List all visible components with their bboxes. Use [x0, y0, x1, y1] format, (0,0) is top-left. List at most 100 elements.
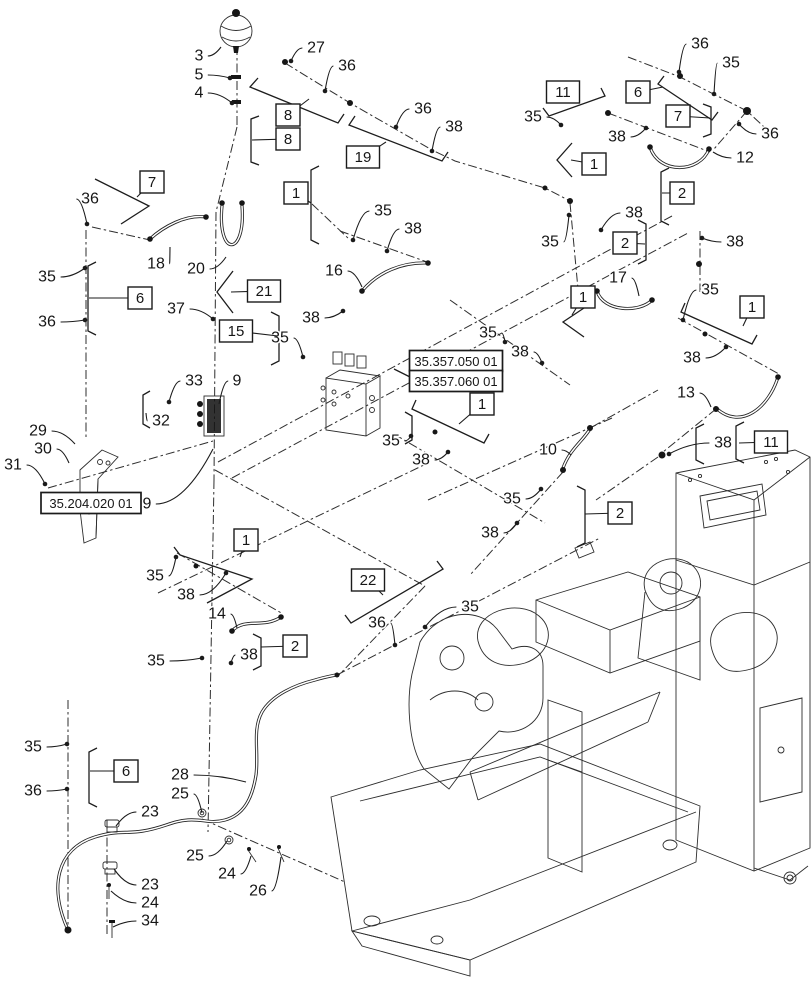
fastener-dot: [84, 221, 90, 227]
callout-label: 36: [24, 783, 42, 800]
callout-label: 1: [478, 396, 486, 413]
fastener-dot: [392, 642, 398, 648]
callout-label: 38: [481, 525, 499, 542]
leader-line: [525, 488, 542, 500]
callout-38: 38: [598, 203, 645, 233]
callout-25: 25: [170, 784, 203, 814]
callout-label: 38: [511, 344, 529, 361]
callout-label: 11: [763, 434, 779, 451]
callout-label: 35: [382, 433, 400, 450]
callout-36: 36: [367, 613, 398, 648]
callout-label: 27: [307, 40, 325, 57]
fastener-dot: [393, 124, 399, 130]
leader-line: [630, 127, 647, 138]
callout-label: 29: [29, 423, 47, 440]
callout-label: 38: [714, 435, 732, 452]
leader-line: [395, 108, 410, 128]
callout-5: 5: [193, 65, 233, 85]
callout-label: 1: [292, 185, 300, 202]
callout-34: 34: [112, 911, 161, 931]
callout-label: 35: [461, 599, 479, 616]
leader-line: [46, 743, 68, 748]
callout-label: 38: [683, 350, 701, 367]
callout-label: 6: [122, 763, 130, 780]
callout-label: 35: [271, 330, 289, 347]
fastener-dot: [82, 317, 88, 323]
callout-label: 34: [141, 913, 159, 930]
callout-box: [570, 285, 596, 309]
callout-38: 38: [682, 344, 729, 368]
callout-35: 35: [37, 265, 88, 287]
callout-35: 35: [23, 737, 70, 757]
fastener-dot: [699, 235, 705, 241]
hose-clamps: [102, 808, 285, 938]
leader-line: [324, 310, 344, 319]
callout-35: 35: [711, 53, 742, 97]
callout-label: 2: [291, 638, 299, 655]
callout-36: 36: [322, 56, 358, 94]
boxed-callout-1: 1: [570, 152, 607, 176]
callout-label: 31: [4, 457, 22, 474]
hoses: [56, 145, 780, 932]
callout-24: 24: [110, 890, 161, 913]
leader-line: [207, 46, 222, 57]
leader-line: [230, 613, 238, 629]
callout-label: 35: [503, 491, 521, 508]
callout-label: 36: [338, 58, 356, 75]
callout-32: 32: [145, 411, 172, 431]
part-reference-box[interactable]: [408, 369, 504, 393]
callout-label: 36: [81, 191, 99, 208]
leader-line: [386, 228, 400, 252]
callout-23: 23: [113, 868, 161, 895]
callout-label: 23: [141, 804, 159, 821]
components: [79, 9, 382, 938]
fastener-dot: [538, 486, 544, 492]
callout-box: [607, 501, 633, 525]
fastener-dot: [736, 121, 742, 127]
callout-label: 8: [284, 131, 292, 148]
boxed-callout-11: 11: [738, 430, 789, 454]
callout-9: 9: [218, 371, 243, 405]
callout-35: 35: [350, 201, 394, 243]
leader-line: [169, 657, 203, 662]
part-reference-35-204-020-01[interactable]: 35.204.020 01: [40, 491, 142, 515]
callout-label: 35: [722, 55, 740, 72]
fastener-dot: [322, 88, 328, 94]
callout-label: 35: [701, 282, 719, 299]
callout-28: 28: [170, 765, 247, 785]
callout-label: 37: [167, 301, 185, 318]
boxed-callout-1: 1: [233, 528, 259, 558]
callout-label: 24: [141, 895, 159, 912]
callout-label: 25: [186, 848, 204, 865]
callout-box: [275, 103, 301, 127]
fastener-dot: [539, 360, 545, 366]
fastener-dot: [64, 741, 70, 747]
fastener-dot: [429, 148, 435, 154]
part-reference-35-357-060-01[interactable]: 35.357.060 01: [408, 369, 504, 393]
boxed-callout-2: 2: [260, 634, 308, 658]
part-reference-box[interactable]: [40, 491, 142, 515]
callout-box: [282, 634, 308, 658]
callout-label: 25: [171, 786, 189, 803]
callout-label: 8: [284, 107, 292, 124]
boxed-callout-19: 19: [345, 141, 387, 169]
leader-line: [56, 448, 70, 464]
boxed-callout-21: 21: [230, 279, 282, 303]
callout-26: 26: [248, 856, 282, 901]
leader-line: [207, 92, 233, 104]
leader-line: [199, 572, 227, 596]
leader-line: [424, 606, 457, 628]
callout-31: 31: [3, 455, 48, 487]
fastener-dot: [566, 212, 572, 218]
callout-label: 16: [325, 263, 343, 280]
fastener-dot: [598, 227, 604, 233]
callout-box: [469, 392, 495, 416]
callout-label: 36: [761, 126, 779, 143]
callout-label: 35: [479, 325, 497, 342]
leader-line: [208, 840, 228, 857]
leader-line: [193, 774, 247, 783]
part-reference-35-357-050-01[interactable]: 35.357.050 01: [408, 349, 504, 373]
accumulator: [219, 9, 253, 53]
callout-label: 20: [187, 261, 205, 278]
callout-38: 38: [480, 520, 520, 543]
